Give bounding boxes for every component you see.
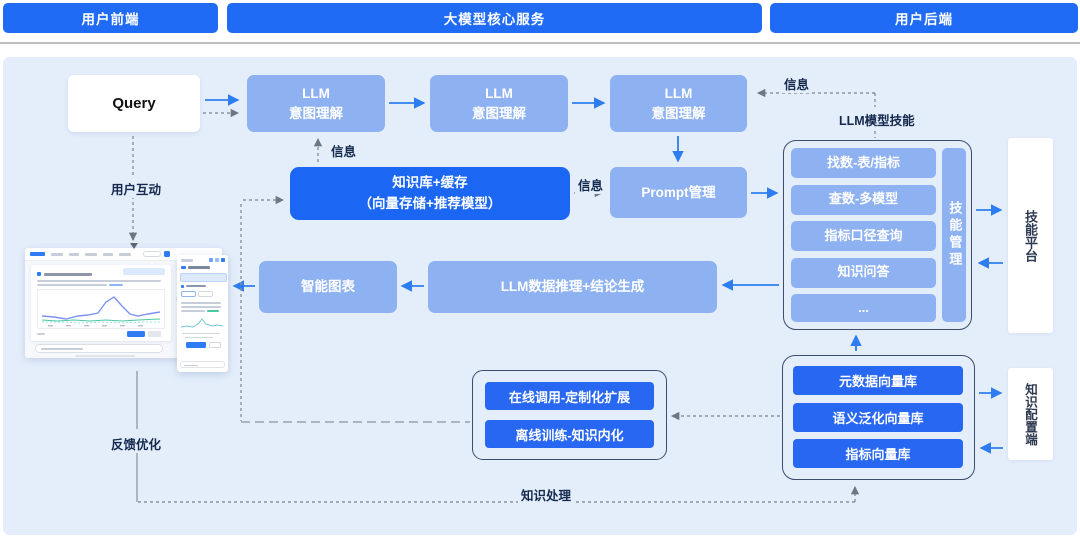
knowledge-cache-box: 知识库+缓存（向量存储+推荐模型） [290,167,570,220]
training-item-offline: 离线训练-知识内化 [485,420,654,448]
smart-chart-box: 智能图表 [259,261,397,313]
thumbnail-input-bar [35,344,163,353]
skill-platform-box: 技能平台 [1008,138,1053,333]
dashboard-thumbnail [25,243,230,376]
skill-item-query-data: 查数-多模型 [791,184,936,215]
label-user-interaction: 用户互动 [108,179,165,198]
vector-library-container: 元数据向量库 语义泛化向量库 指标向量库 [782,355,975,480]
label-info-to-intent: 信息 [328,141,360,160]
skill-item-metric-caliber: 指标口径查询 [791,221,936,251]
skill-item-find-data: 找数-表/指标 [791,148,936,178]
label-info-from-skills: 信息 [781,74,813,93]
label-llm-model-skills: LLM模型技能 [836,110,918,129]
skill-container: 找数-表/指标 查数-多模型 指标口径查询 知识问答 ... 技能管理 [783,140,972,330]
label-knowledge-processing: 知识处理 [518,485,575,504]
skill-item-knowledge-qa: 知识问答 [791,257,936,288]
vector-item-metric: 指标向量库 [793,439,963,468]
vector-item-semantic: 语义泛化向量库 [793,402,963,432]
lane-divider [0,42,1080,44]
llm-reasoning-box: LLM数据推理+结论生成 [428,261,717,313]
skill-item-more: ... [791,294,936,322]
lane-user-frontend: 用户前端 [3,3,218,33]
training-container: 在线调用-定制化扩展 离线训练-知识内化 [472,370,667,460]
lane-core-service: 大模型核心服务 [227,3,762,33]
knowledge-config-box: 知识配置端 [1008,368,1053,460]
query-box: Query [68,75,200,132]
arrow-down-icon [130,243,138,249]
label-info-to-prompt: 信息 [575,175,607,194]
label-feedback-optimization: 反馈优化 [108,434,165,453]
training-item-online: 在线调用-定制化扩展 [485,382,654,410]
vector-item-metadata: 元数据向量库 [793,366,963,395]
prompt-management-box: Prompt管理 [610,167,747,218]
skill-management-sidebar: 技能管理 [942,148,966,322]
thumbnail-chat-panel [177,255,228,372]
lane-user-backend: 用户后端 [770,3,1078,33]
thumbnail-report-card [31,265,171,341]
